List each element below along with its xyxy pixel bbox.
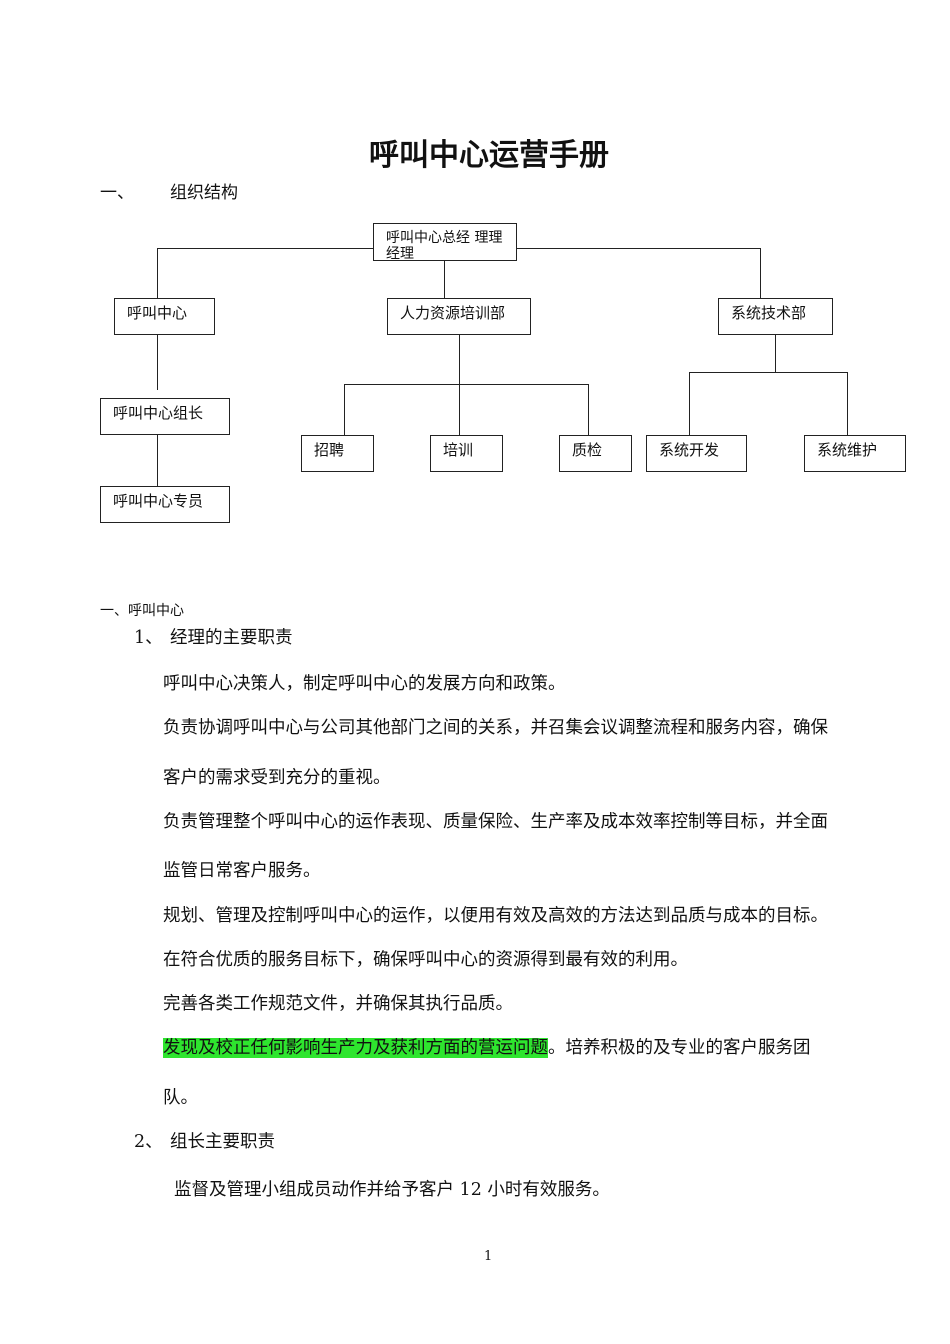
connector-line	[689, 372, 691, 435]
connector-line	[157, 248, 159, 298]
paragraph: 规划、管理及控制呼叫中心的运作，以便用有效及高效的方法达到品质与成本的目标。	[163, 906, 828, 926]
sub-1-title: 经理的主要职责	[170, 628, 293, 648]
org-node-recruit: 招聘	[301, 435, 374, 472]
section-1-number: 一、	[100, 183, 134, 203]
paragraph: 呼叫中心决策人，制定呼叫中心的发展方向和政策。	[163, 674, 566, 694]
org-node-label: 培训	[443, 441, 474, 459]
sub-2-number: 2、	[134, 1132, 163, 1152]
org-node-root: 呼叫中心总经 理理经理	[373, 223, 517, 261]
org-node-sys-maint: 系统维护	[804, 435, 906, 472]
connector-line	[344, 384, 346, 435]
page-number: 1	[484, 1249, 493, 1264]
sub-2-title: 组长主要职责	[170, 1132, 275, 1152]
org-node-hr-training: 人力资源培训部	[387, 298, 531, 335]
org-node-label: 呼叫中心	[127, 304, 188, 322]
paragraph: 完善各类工作规范文件，并确保其执行品质。	[163, 994, 513, 1014]
paragraph: 队。	[163, 1088, 198, 1108]
connector-line	[847, 372, 849, 435]
org-node-team-leader: 呼叫中心组长	[100, 398, 230, 435]
org-node-training: 培训	[430, 435, 503, 472]
org-node-label: 人力资源培训部	[400, 304, 506, 322]
org-node-label: 招聘	[314, 441, 345, 459]
sub-1-number: 1、	[134, 628, 163, 648]
connector-line	[588, 384, 590, 435]
org-node-specialist: 呼叫中心专员	[100, 486, 230, 523]
paragraph: 负责管理整个呼叫中心的运作表现、质量保险、生产率及成本效率控制等目标，并全面	[163, 812, 828, 832]
org-node-label: 系统开发	[659, 441, 720, 459]
paragraph: 客户的需求受到充分的重视。	[163, 768, 391, 788]
paragraph-text: 。培养积极的及专业的客户服务团	[548, 1038, 811, 1058]
connector-line	[775, 335, 777, 373]
connector-line	[157, 435, 159, 486]
connector-line	[157, 248, 373, 250]
org-node-label: 质检	[572, 441, 603, 459]
paragraph: 负责协调呼叫中心与公司其他部门之间的关系，并召集会议调整流程和服务内容，确保	[163, 718, 828, 738]
org-node-label: 呼叫中心总经 理理经理	[386, 230, 503, 261]
paragraph: 监管日常客户服务。	[163, 861, 321, 881]
org-node-label: 系统技术部	[731, 304, 807, 322]
connector-line	[517, 248, 761, 250]
section-1-title: 组织结构	[170, 183, 238, 203]
connector-line	[760, 248, 762, 298]
document-title: 呼叫中心运营手册	[369, 138, 609, 173]
paragraph: 监督及管理小组成员动作并给予客户 12 小时有效服务。	[174, 1180, 610, 1200]
highlighted-text: 发现及校正任何影响生产力及获利方面的营运问题	[163, 1038, 548, 1058]
org-node-sys-dev: 系统开发	[646, 435, 747, 472]
paragraph: 在符合优质的服务目标下，确保呼叫中心的资源得到最有效的利用。	[163, 950, 688, 970]
org-node-call-center: 呼叫中心	[114, 298, 215, 335]
connector-line	[444, 261, 446, 298]
section-2-title: 一、呼叫中心	[100, 603, 184, 619]
org-node-label: 系统维护	[817, 441, 878, 459]
paragraph: 发现及校正任何影响生产力及获利方面的营运问题。培养积极的及专业的客户服务团	[163, 1034, 811, 1059]
org-node-tech: 系统技术部	[718, 298, 833, 335]
org-node-qa: 质检	[559, 435, 632, 472]
connector-line	[157, 335, 159, 390]
connector-line	[344, 384, 589, 386]
org-node-label: 呼叫中心专员	[113, 492, 204, 510]
connector-line	[689, 372, 848, 374]
org-node-label: 呼叫中心组长	[113, 404, 204, 422]
